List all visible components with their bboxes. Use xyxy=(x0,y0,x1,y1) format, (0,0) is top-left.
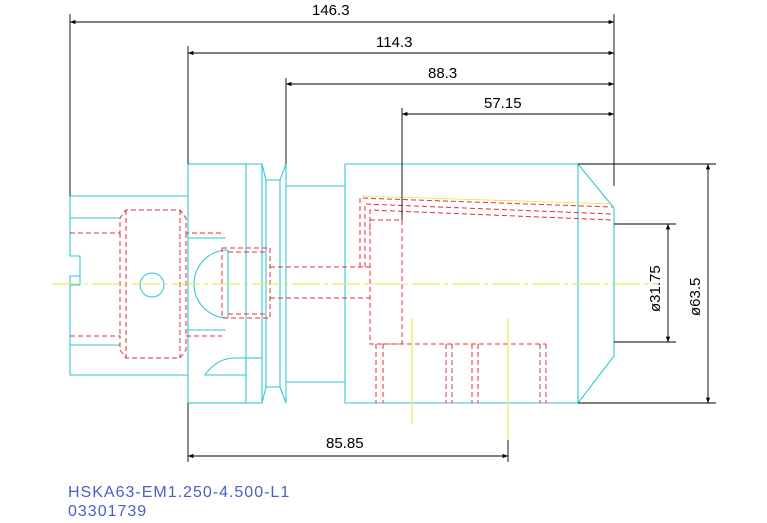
dimension-labels: 146.3 114.3 88.3 57.15 85.85 ø31.75 ø63.… xyxy=(312,2,704,452)
dim-flange-to-tip: 114.3 xyxy=(376,34,412,51)
dim-body-length: 88.3 xyxy=(428,65,457,82)
dim-overall-length: 146.3 xyxy=(312,2,350,19)
dim-outer-diameter: ø63.5 xyxy=(687,278,704,316)
dimensions xyxy=(69,14,716,462)
dim-bore-depth: 57.15 xyxy=(484,95,522,112)
item-code-label: 03301739 xyxy=(68,503,148,520)
part-number-label: HSKA63-EM1.250-4.500-L1 xyxy=(68,484,291,501)
centerlines xyxy=(52,195,660,440)
internal-hidden-lines xyxy=(70,197,613,403)
dim-bore-diameter: ø31.75 xyxy=(647,265,664,312)
dim-bottom-length: 85.85 xyxy=(326,435,364,452)
